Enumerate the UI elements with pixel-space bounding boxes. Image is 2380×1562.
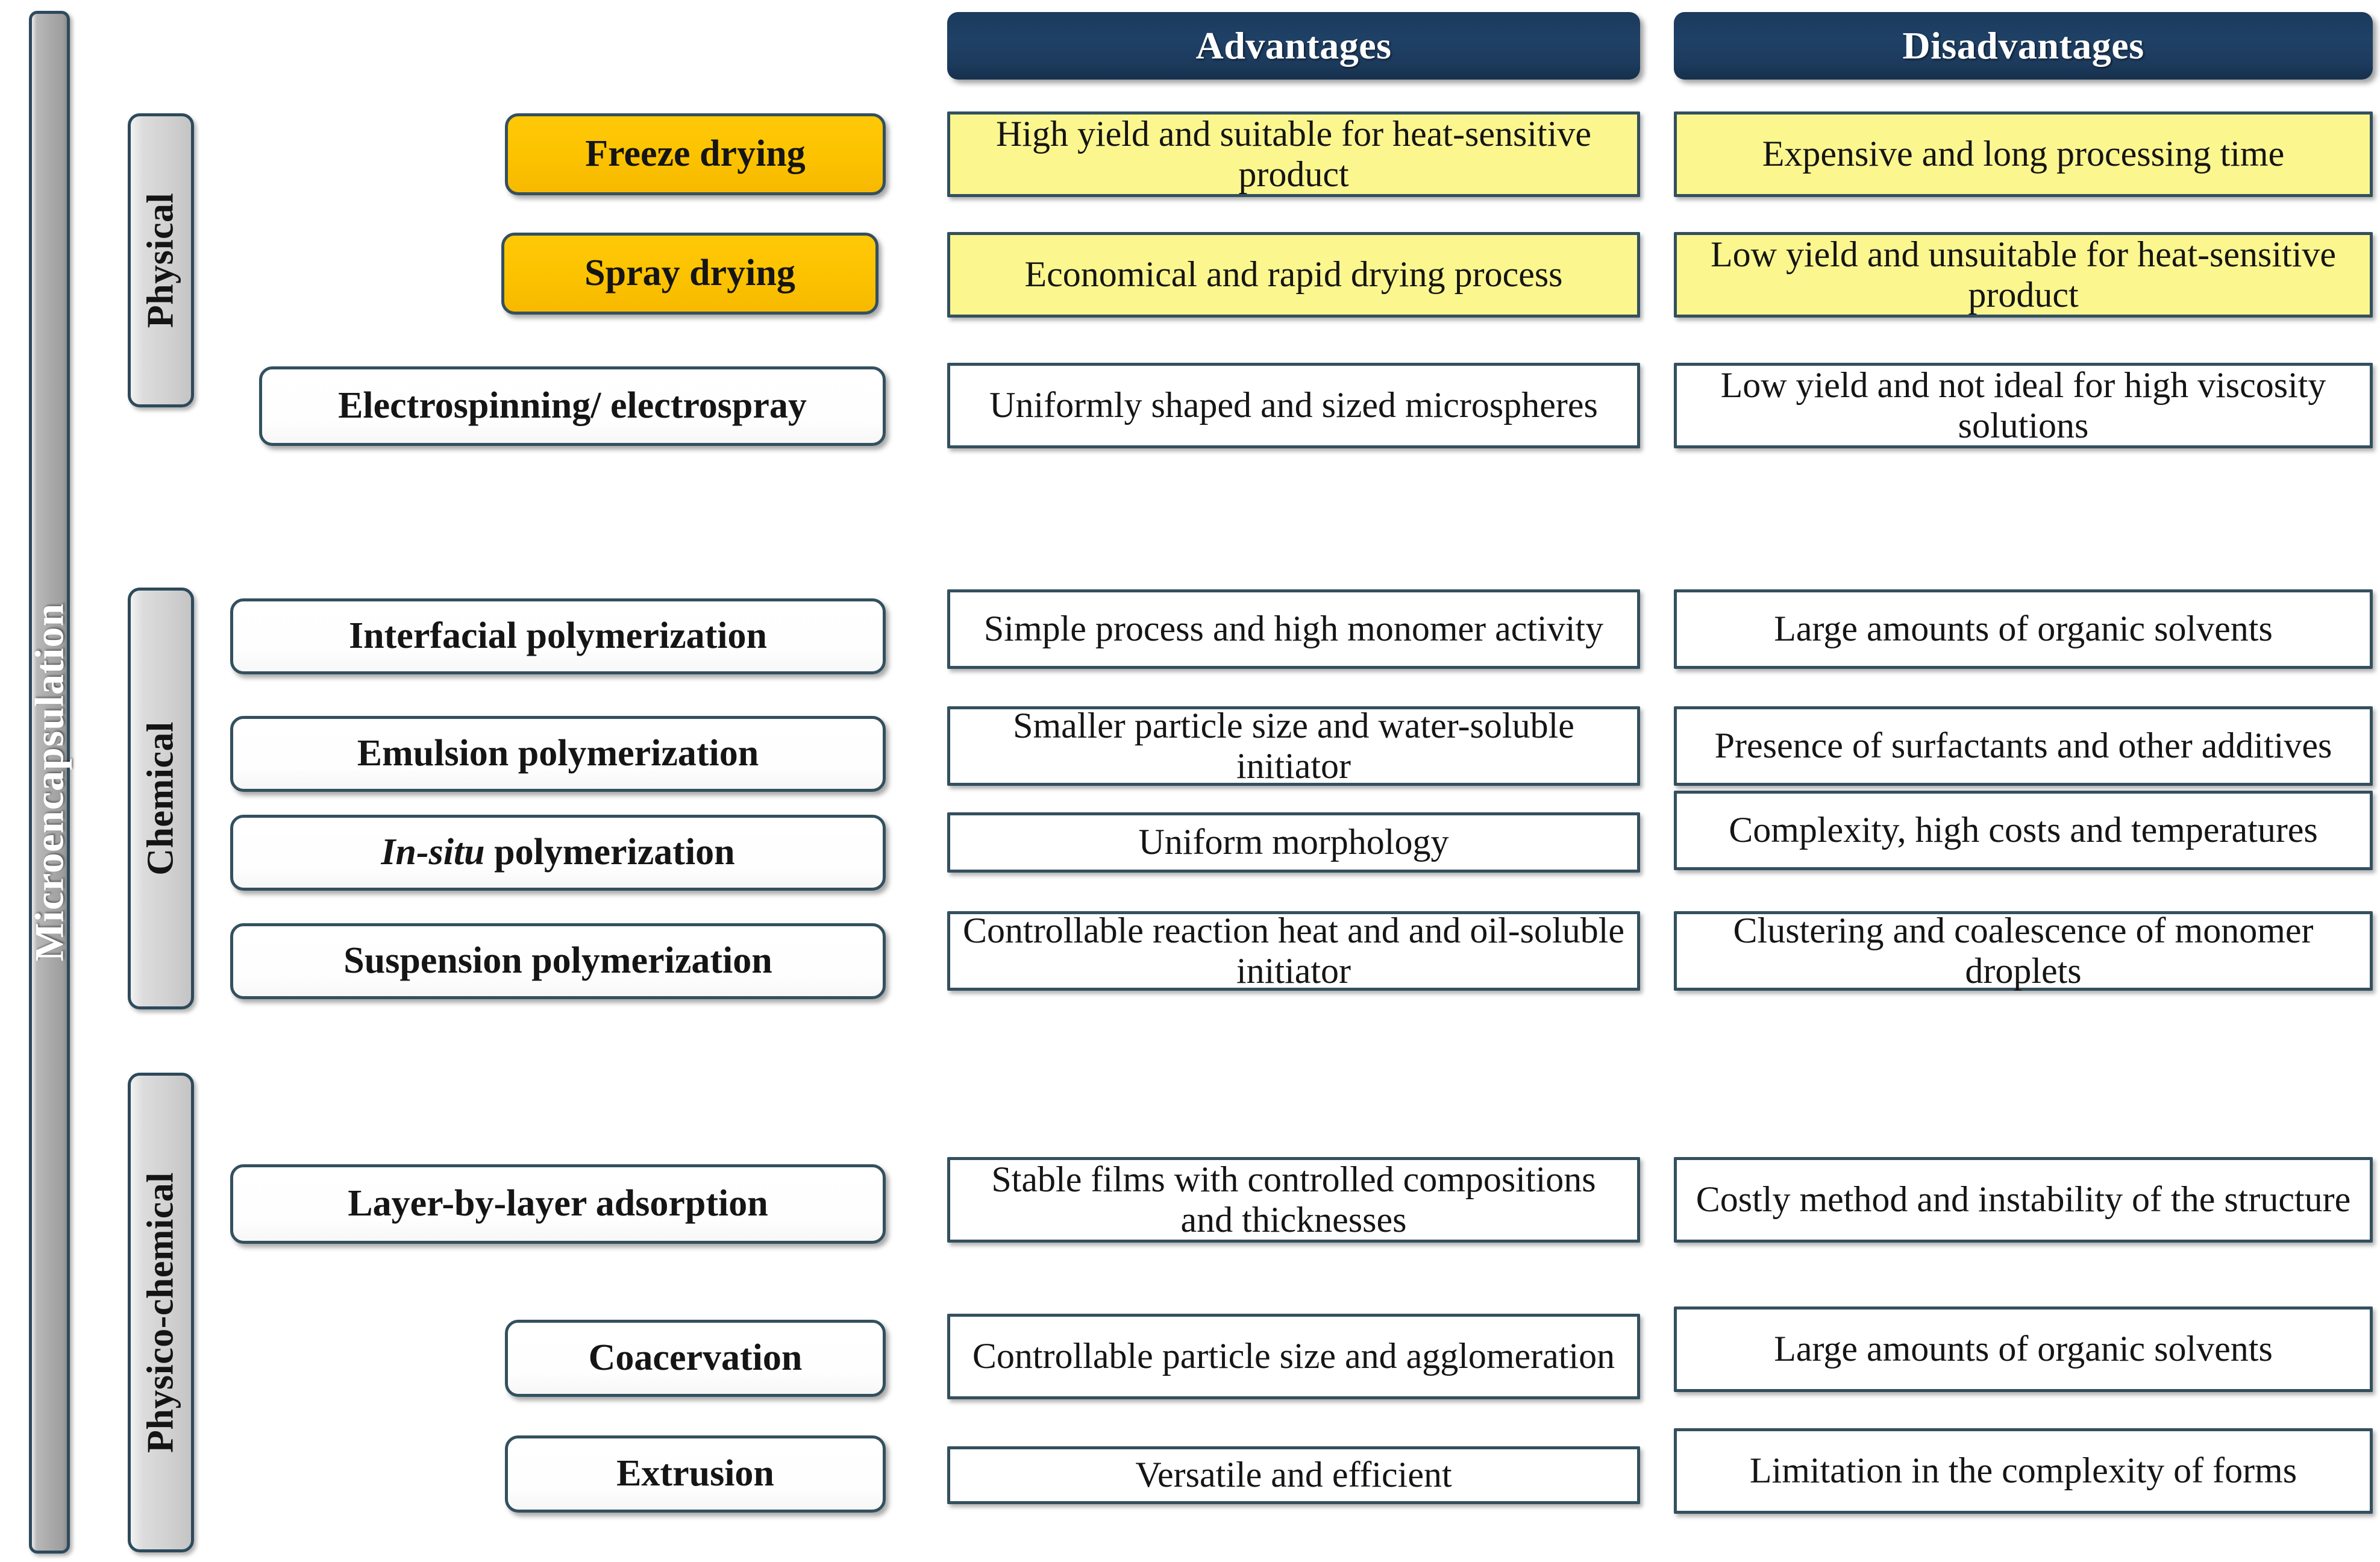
disadvantage-text: Limitation in the complexity of forms: [1749, 1451, 2297, 1491]
disadvantage-box-in-situ-polymerization: Complexity, high costs and temperatures: [1674, 791, 2373, 870]
category-label-chemical: Chemical: [140, 721, 181, 876]
advantage-text: Controllable particle size and agglomera…: [972, 1336, 1615, 1376]
method-label: In-situ polymerization: [381, 832, 734, 873]
method-box-coacervation[interactable]: Coacervation: [505, 1320, 886, 1397]
advantage-box-extrusion: Versatile and efficient: [947, 1446, 1640, 1504]
method-label: Layer-by-layer adsorption: [348, 1183, 768, 1225]
master-bar-microencapsulation: Microencapsulation: [27, 11, 72, 1554]
advantage-box-emulsion-polymerization: Smaller particle size and water-soluble …: [947, 706, 1640, 786]
method-label-italic-prefix: In-situ: [381, 832, 485, 873]
method-label: Electrospinning/ electrospray: [338, 385, 807, 427]
advantage-box-suspension-polymerization: Controllable reaction heat and and oil-s…: [947, 911, 1640, 991]
disadvantage-text: Low yield and unsuitable for heat-sensit…: [1710, 234, 2337, 315]
advantage-box-freeze-drying: High yield and suitable for heat-sensiti…: [947, 111, 1640, 197]
column-header-advantages-label: Advantages: [1195, 24, 1392, 67]
method-label: Extrusion: [616, 1453, 774, 1495]
method-label: Emulsion polymerization: [357, 733, 759, 774]
advantage-text: Stable films with controlled composition…: [991, 1159, 1596, 1240]
advantage-text: Economical and rapid drying process: [1024, 254, 1563, 295]
advantage-text: Simple process and high monomer activity: [983, 609, 1604, 649]
advantage-text: Smaller particle size and water-soluble …: [1013, 705, 1574, 786]
advantage-text: Controllable reaction heat and and oil-s…: [963, 910, 1624, 991]
disadvantage-text: Presence of surfactants and other additi…: [1714, 726, 2332, 766]
disadvantage-text: Clustering and coalescence of monomer dr…: [1733, 910, 2314, 991]
method-label: Spray drying: [584, 252, 795, 294]
method-label: Coacervation: [588, 1337, 803, 1379]
method-box-freeze-drying[interactable]: Freeze drying: [505, 113, 886, 195]
method-label: Suspension polymerization: [343, 940, 772, 982]
advantage-box-electrospinning: Uniformly shaped and sized microspheres: [947, 363, 1640, 448]
method-label: Interfacial polymerization: [349, 615, 767, 657]
advantage-box-spray-drying: Economical and rapid drying process: [947, 232, 1640, 318]
disadvantage-box-emulsion-polymerization: Presence of surfactants and other additi…: [1674, 706, 2373, 786]
disadvantage-text: Low yield and not ideal for high viscosi…: [1720, 365, 2326, 445]
method-box-electrospinning[interactable]: Electrospinning/ electrospray: [259, 366, 886, 446]
method-box-in-situ-polymerization[interactable]: In-situ polymerization: [230, 815, 886, 891]
disadvantage-box-interfacial-polymerization: Large amounts of organic solvents: [1674, 589, 2373, 669]
disadvantage-box-suspension-polymerization: Clustering and coalescence of monomer dr…: [1674, 911, 2373, 991]
advantage-text: Versatile and efficient: [1135, 1455, 1452, 1495]
category-bar-physical: Physical: [128, 113, 194, 407]
method-box-suspension-polymerization[interactable]: Suspension polymerization: [230, 923, 886, 999]
advantage-box-layer-by-layer-adsorption: Stable films with controlled composition…: [947, 1157, 1640, 1243]
category-label-physico-chemical: Physico-chemical: [140, 1172, 181, 1454]
disadvantage-text: Large amounts of organic solvents: [1774, 1329, 2273, 1369]
method-label: Freeze drying: [585, 133, 806, 175]
method-box-emulsion-polymerization[interactable]: Emulsion polymerization: [230, 716, 886, 792]
master-bar-label: Microencapsulation: [26, 603, 72, 962]
method-box-layer-by-layer-adsorption[interactable]: Layer-by-layer adsorption: [230, 1164, 886, 1244]
disadvantage-box-freeze-drying: Expensive and long processing time: [1674, 111, 2373, 197]
advantage-box-coacervation: Controllable particle size and agglomera…: [947, 1314, 1640, 1399]
disadvantage-box-coacervation: Large amounts of organic solvents: [1674, 1306, 2373, 1392]
disadvantage-box-extrusion: Limitation in the complexity of forms: [1674, 1428, 2373, 1514]
disadvantage-text: Costly method and instability of the str…: [1696, 1179, 2351, 1220]
category-bar-chemical: Chemical: [128, 588, 194, 1009]
method-box-extrusion[interactable]: Extrusion: [505, 1435, 886, 1513]
disadvantage-box-layer-by-layer-adsorption: Costly method and instability of the str…: [1674, 1157, 2373, 1243]
category-label-physical: Physical: [140, 192, 181, 328]
disadvantage-text: Complexity, high costs and temperatures: [1729, 810, 2318, 850]
method-box-interfacial-polymerization[interactable]: Interfacial polymerization: [230, 598, 886, 674]
column-header-disadvantages-label: Disadvantages: [1902, 24, 2144, 67]
category-bar-physico-chemical: Physico-chemical: [128, 1073, 194, 1552]
advantage-box-interfacial-polymerization: Simple process and high monomer activity: [947, 589, 1640, 669]
advantage-text: High yield and suitable for heat-sensiti…: [995, 113, 1592, 194]
method-label-rest: polymerization: [484, 832, 735, 873]
advantage-text: Uniformly shaped and sized microspheres: [989, 385, 1598, 425]
disadvantage-box-electrospinning: Low yield and not ideal for high viscosi…: [1674, 363, 2373, 448]
advantage-text: Uniform morphology: [1138, 822, 1449, 862]
disadvantage-box-spray-drying: Low yield and unsuitable for heat-sensit…: [1674, 232, 2373, 318]
column-header-disadvantages: Disadvantages: [1674, 12, 2373, 80]
advantage-box-in-situ-polymerization: Uniform morphology: [947, 812, 1640, 873]
disadvantage-text: Large amounts of organic solvents: [1774, 609, 2273, 649]
method-box-spray-drying[interactable]: Spray drying: [501, 233, 878, 315]
column-header-advantages: Advantages: [947, 12, 1640, 80]
disadvantage-text: Expensive and long processing time: [1762, 134, 2285, 174]
